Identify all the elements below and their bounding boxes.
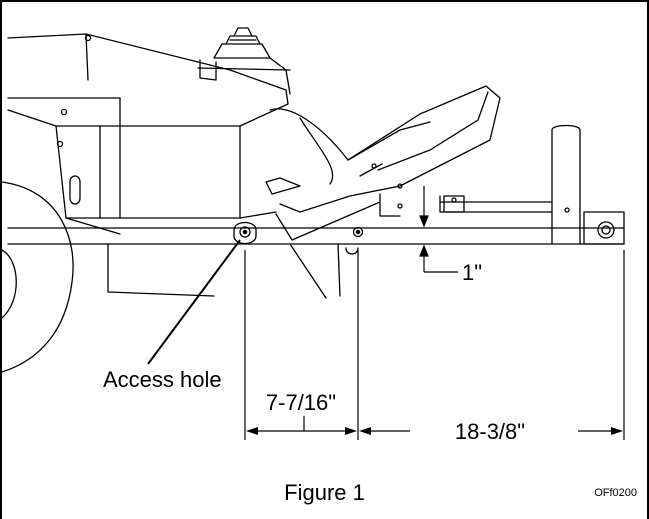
access-hole-label: Access hole <box>103 367 222 392</box>
dimension-arrows <box>246 427 623 435</box>
frame-rail <box>7 193 625 245</box>
right-bracket <box>551 124 625 245</box>
dimension-right-label: 18-3/8" <box>455 419 525 444</box>
figure-code: OFf0200 <box>594 487 637 499</box>
figure-caption: Figure 1 <box>284 480 365 505</box>
deck-housing <box>7 33 289 127</box>
engine-cap <box>197 27 291 95</box>
wheel <box>1 181 74 373</box>
discharge-chute <box>265 85 501 241</box>
gap-dimension <box>419 186 458 273</box>
access-hole-leader <box>147 239 241 365</box>
lower-skirt <box>107 243 215 297</box>
access-hole-pivot <box>233 221 364 245</box>
dimension-left-label: 7-7/16" <box>266 390 336 415</box>
gap-dimension-label: 1" <box>462 260 482 285</box>
